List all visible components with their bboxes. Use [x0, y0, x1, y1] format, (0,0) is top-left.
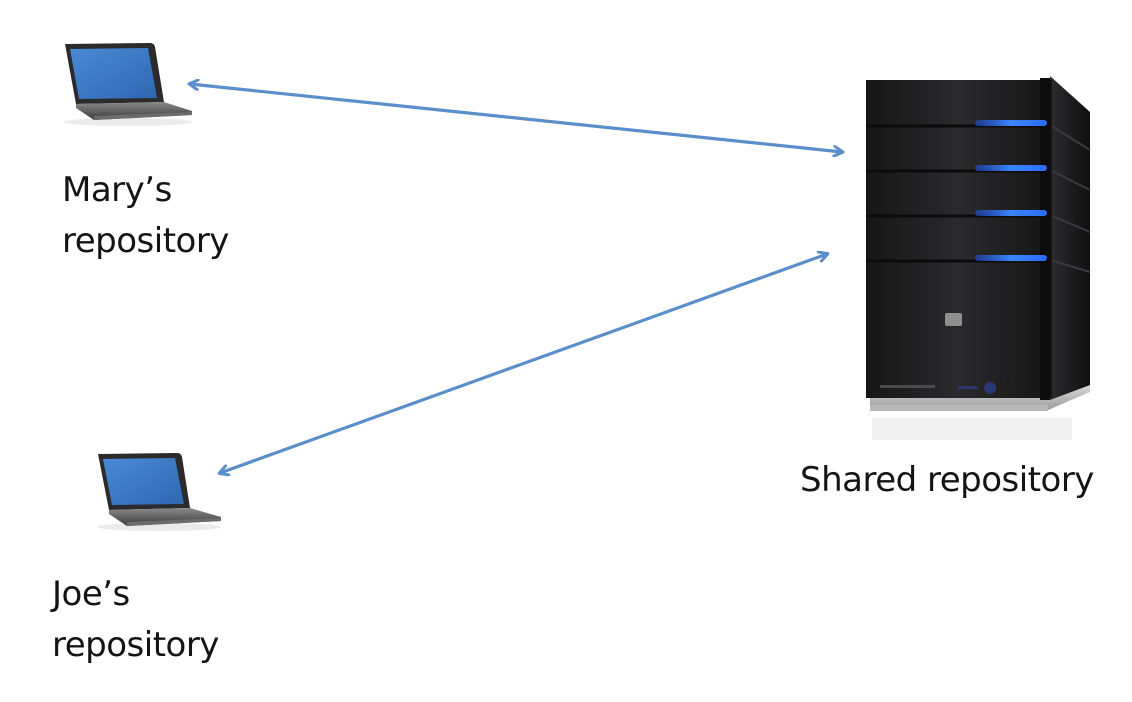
joe-repository-label: Joe’s repository [52, 569, 219, 671]
label-text: Shared repository [800, 460, 1094, 500]
label-line-1: Joe’s [52, 574, 130, 614]
node-mary-laptop [64, 43, 192, 126]
mary-repository-label: Mary’s repository [62, 165, 229, 267]
label-line-1: Mary’s [62, 170, 172, 210]
hp-logo-icon [945, 313, 962, 326]
bidirectional-arrow-icon [190, 84, 842, 152]
server-icon [866, 76, 1091, 440]
laptop-icon [64, 43, 192, 126]
label-line-2: repository [52, 625, 219, 665]
bidirectional-arrow-icon [220, 254, 827, 473]
shared-repository-label: Shared repository [800, 455, 1094, 506]
edge-joe-shared [220, 254, 827, 473]
laptop-icon [97, 453, 221, 531]
node-joe-laptop [97, 453, 221, 531]
label-line-2: repository [62, 221, 229, 261]
node-shared-server [866, 76, 1091, 440]
server-status-lights [975, 120, 1047, 261]
edge-mary-shared [190, 84, 842, 152]
